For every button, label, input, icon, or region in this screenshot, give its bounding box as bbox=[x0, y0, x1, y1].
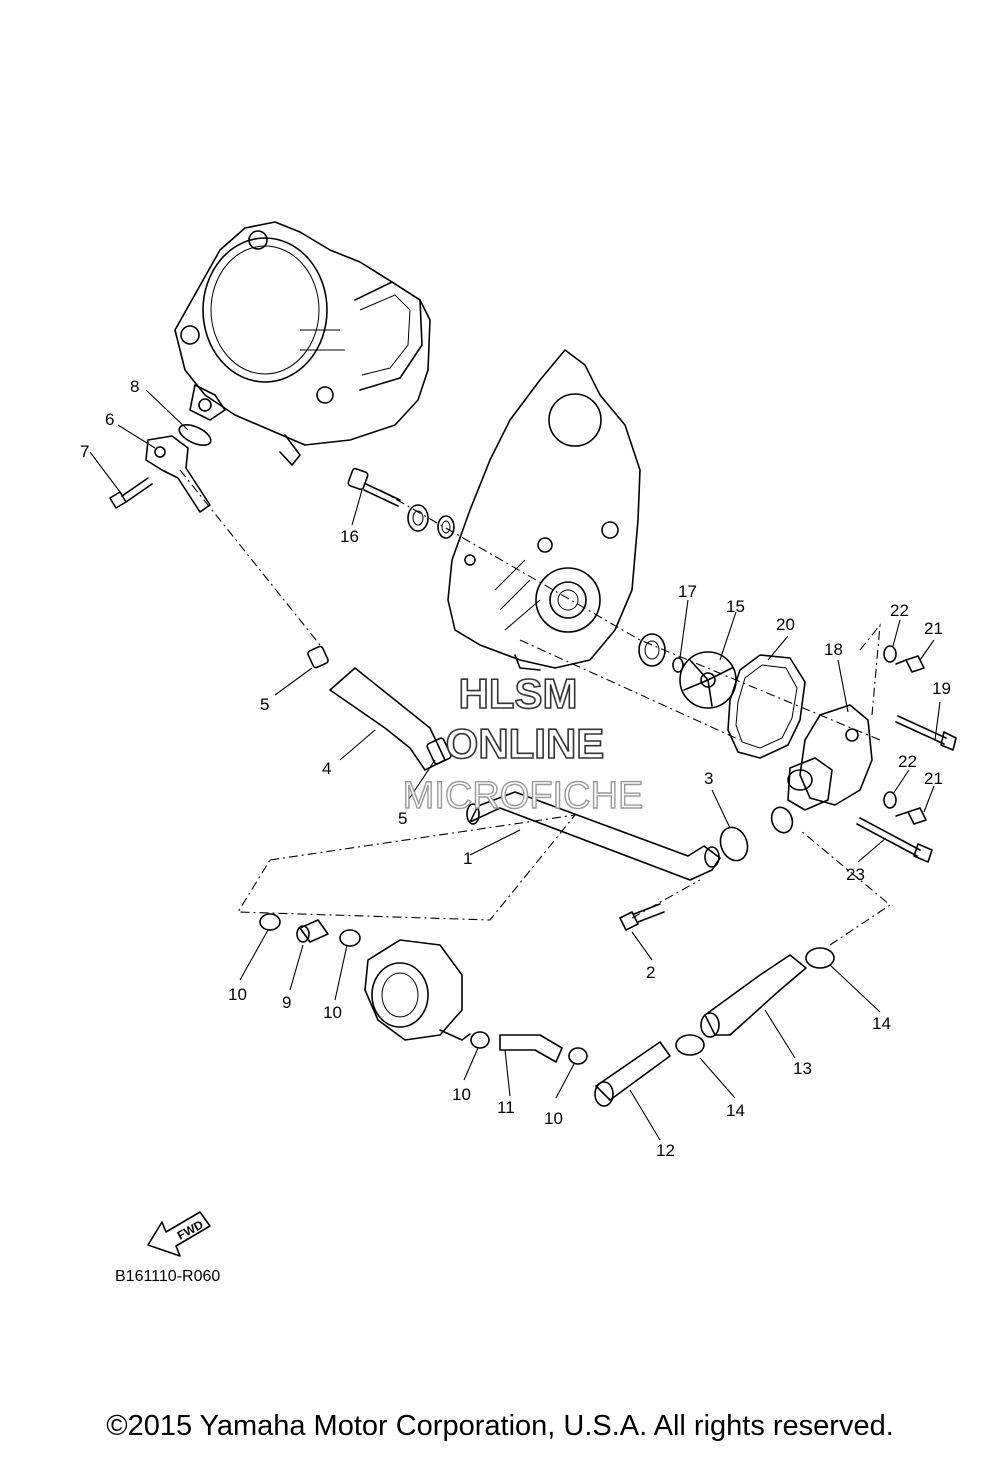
part-21-bolt-lower bbox=[895, 807, 927, 825]
callout-10-a: 10 bbox=[228, 985, 247, 1004]
leader-lines bbox=[89, 389, 941, 1141]
callout-21-lower: 21 bbox=[924, 769, 943, 788]
callout-17: 17 bbox=[678, 582, 697, 601]
part-2-bolt bbox=[619, 903, 665, 931]
part-4-hose bbox=[329, 667, 446, 771]
callout-7: 7 bbox=[80, 442, 89, 461]
part-10-clamp-c bbox=[470, 1031, 490, 1049]
part-9-fitting bbox=[296, 919, 329, 943]
part-15-impeller bbox=[679, 651, 737, 709]
part-10-clamp-b bbox=[339, 929, 361, 947]
part-22-washer-upper bbox=[883, 645, 897, 663]
part-5-clamp-upper bbox=[307, 645, 329, 669]
part-1-water-pipe bbox=[466, 791, 721, 881]
callout-13: 13 bbox=[793, 1059, 812, 1078]
part-6-water-elbow bbox=[145, 435, 211, 513]
bearing-set bbox=[407, 504, 455, 539]
callout-12: 12 bbox=[656, 1141, 675, 1160]
part-17-washer bbox=[672, 657, 684, 673]
forward-arrow: FWD bbox=[147, 1211, 211, 1257]
callout-15: 15 bbox=[726, 597, 745, 616]
callout-9: 9 bbox=[282, 993, 291, 1012]
part-14-clamp-lower bbox=[675, 1034, 705, 1056]
part-3-o-ring bbox=[719, 826, 749, 862]
callout-1: 1 bbox=[463, 849, 472, 868]
callout-2: 2 bbox=[646, 963, 655, 982]
part-13-hose bbox=[700, 954, 807, 1038]
part-14-clamp-upper bbox=[805, 947, 835, 969]
callout-4: 4 bbox=[322, 759, 331, 778]
callout-10-c: 10 bbox=[452, 1085, 471, 1104]
callout-21-upper: 21 bbox=[924, 619, 943, 638]
callout-22-upper: 22 bbox=[890, 601, 909, 620]
callout-14-lower: 14 bbox=[726, 1101, 745, 1120]
callout-16: 16 bbox=[340, 527, 359, 546]
part-7-bolt bbox=[109, 477, 153, 509]
part-5-clamp-lower bbox=[426, 737, 452, 765]
callout-14-upper: 14 bbox=[872, 1014, 891, 1033]
mechanical-seal bbox=[638, 633, 666, 667]
part-20-gasket bbox=[727, 654, 806, 759]
part-12-pipe bbox=[594, 1041, 671, 1107]
callout-8: 8 bbox=[130, 377, 139, 396]
svg-text:ONLINE: ONLINE bbox=[446, 720, 605, 767]
part-10-clamp-a bbox=[259, 913, 281, 931]
cylinder-block bbox=[174, 221, 431, 466]
callout-5-lower: 5 bbox=[398, 809, 407, 828]
callout-18: 18 bbox=[824, 640, 843, 659]
callout-19: 19 bbox=[932, 679, 951, 698]
part-19-bolt bbox=[895, 715, 957, 751]
part-11-hose bbox=[499, 1034, 563, 1063]
callout-labels: 1 2 3 4 5 5 6 7 8 9 10 10 10 10 11 12 13… bbox=[80, 377, 951, 1160]
callout-10-b: 10 bbox=[323, 1003, 342, 1022]
crankcase-cover bbox=[447, 349, 641, 671]
callout-22-lower: 22 bbox=[898, 752, 917, 771]
callout-10-d: 10 bbox=[544, 1109, 563, 1128]
callout-20: 20 bbox=[776, 615, 795, 634]
svg-text:MICROFICHE: MICROFICHE bbox=[403, 775, 644, 817]
part-16-shaft bbox=[347, 467, 401, 507]
reference-code: B161110-R060 bbox=[115, 1268, 220, 1285]
fwd-label: FWD bbox=[175, 1217, 206, 1242]
oil-cooler bbox=[364, 939, 471, 1041]
part-18-pump-cover bbox=[787, 704, 873, 811]
pipe-end-o-ring bbox=[770, 806, 794, 834]
copyright-notice: ©2015 Yamaha Motor Corporation, U.S.A. A… bbox=[106, 1410, 894, 1442]
part-8-o-ring bbox=[178, 423, 212, 447]
callout-23: 23 bbox=[846, 865, 865, 884]
assembly-centerlines bbox=[179, 469, 891, 946]
callout-3: 3 bbox=[704, 769, 713, 788]
callout-11: 11 bbox=[497, 1098, 515, 1117]
part-23-bolt bbox=[856, 817, 933, 863]
callout-5-upper: 5 bbox=[260, 695, 269, 714]
part-22-washer-lower bbox=[883, 791, 897, 809]
callout-6: 6 bbox=[105, 410, 114, 429]
svg-text:HLSM: HLSM bbox=[459, 670, 578, 717]
watermark: HLSM ONLINE MICROFICHE bbox=[402, 669, 644, 818]
part-10-clamp-d bbox=[568, 1047, 588, 1065]
part-21-bolt-upper bbox=[895, 655, 925, 673]
